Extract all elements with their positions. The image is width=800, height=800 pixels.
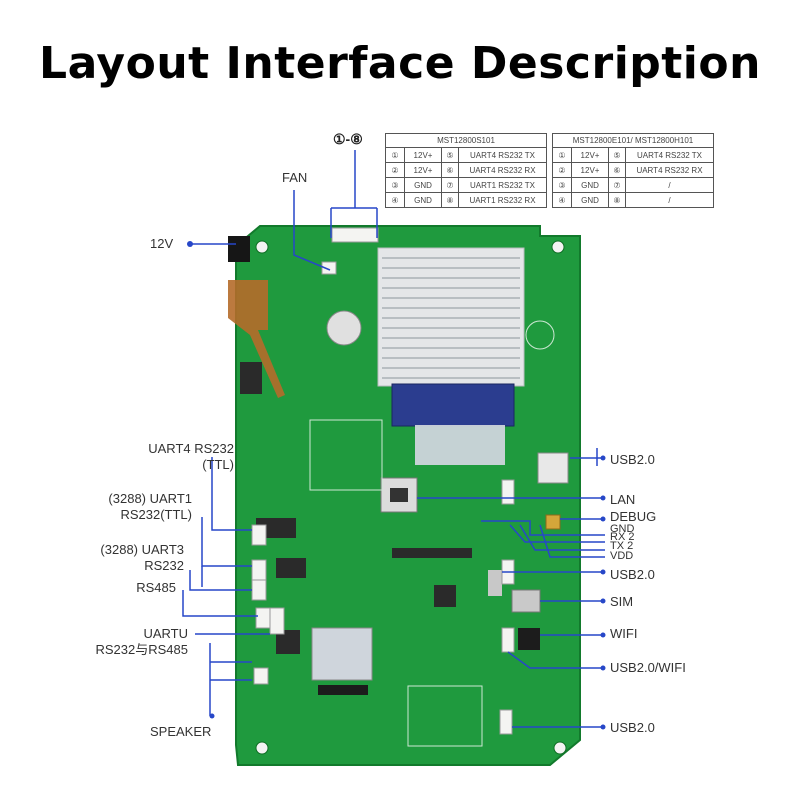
mounting-hole bbox=[551, 240, 565, 254]
label-uart4-rs232: UART4 RS232 (TTL) bbox=[148, 441, 234, 472]
label-usb-top: USB2.0 bbox=[610, 452, 655, 467]
label-rs485: RS485 bbox=[136, 580, 176, 595]
usb-connector-top bbox=[537, 452, 569, 484]
sim-slot bbox=[511, 589, 541, 613]
chip bbox=[240, 362, 262, 394]
wifi-module bbox=[518, 628, 540, 650]
label-vdd: VDD bbox=[610, 550, 634, 562]
label-tx2: TX 2 bbox=[610, 540, 634, 552]
mounting-hole bbox=[255, 741, 269, 755]
side-connector bbox=[253, 667, 269, 685]
label-gnd: GND bbox=[610, 523, 635, 535]
label-12v: 12V bbox=[150, 236, 174, 251]
label-debug: DEBUG bbox=[610, 509, 657, 524]
label-usb-mid: USB2.0 bbox=[610, 567, 655, 582]
side-connector bbox=[501, 627, 515, 653]
side-connector bbox=[499, 709, 513, 735]
core-module bbox=[391, 383, 515, 427]
label-usb-bottom: USB2.0 bbox=[610, 720, 655, 735]
chip bbox=[488, 570, 502, 596]
label-uart1: (3288) UART1 RS232(TTL) bbox=[108, 491, 192, 522]
label-uart3: (3288) UART3 RS232 bbox=[100, 542, 184, 573]
ribbon-cable bbox=[415, 425, 505, 465]
chip bbox=[276, 558, 306, 578]
label-uartu: UARTU RS232与RS485 bbox=[95, 626, 189, 657]
flex-cable bbox=[228, 280, 285, 398]
label-usb-wifi: USB2.0/WIFI bbox=[610, 660, 686, 675]
side-connector bbox=[251, 524, 267, 546]
fan-connector bbox=[321, 261, 337, 275]
side-connector bbox=[251, 559, 267, 581]
side-connector bbox=[501, 479, 515, 505]
debug-header bbox=[545, 514, 561, 530]
chip bbox=[434, 585, 456, 607]
chip bbox=[392, 548, 472, 558]
label-lan: LAN bbox=[610, 492, 636, 507]
dc-jack bbox=[228, 236, 250, 262]
page-title: Layout Interface Description bbox=[39, 38, 761, 89]
heatsink bbox=[377, 247, 525, 387]
heatsink-fins bbox=[382, 257, 520, 379]
side-connector bbox=[269, 607, 285, 635]
label-speaker: SPEAKER bbox=[150, 724, 212, 739]
label-rx2: RX 2 bbox=[610, 531, 635, 543]
label-fan: FAN bbox=[282, 170, 308, 185]
label-sim: SIM bbox=[610, 594, 634, 609]
label-wifi: WIFI bbox=[610, 626, 638, 641]
table-header: MST12800E101/ MST12800H101 bbox=[552, 133, 714, 148]
pin-header bbox=[331, 227, 379, 243]
leader-lines bbox=[182, 150, 605, 728]
display-connector bbox=[311, 627, 373, 681]
pin-range-label: ①-⑧ bbox=[333, 131, 363, 147]
side-connector bbox=[255, 607, 271, 629]
battery-holder bbox=[326, 310, 362, 346]
mounting-hole bbox=[553, 741, 567, 755]
leader-dots bbox=[187, 241, 606, 730]
table-header: MST12800S101 bbox=[385, 133, 547, 148]
mounting-hole bbox=[255, 240, 269, 254]
side-connector bbox=[251, 579, 267, 601]
